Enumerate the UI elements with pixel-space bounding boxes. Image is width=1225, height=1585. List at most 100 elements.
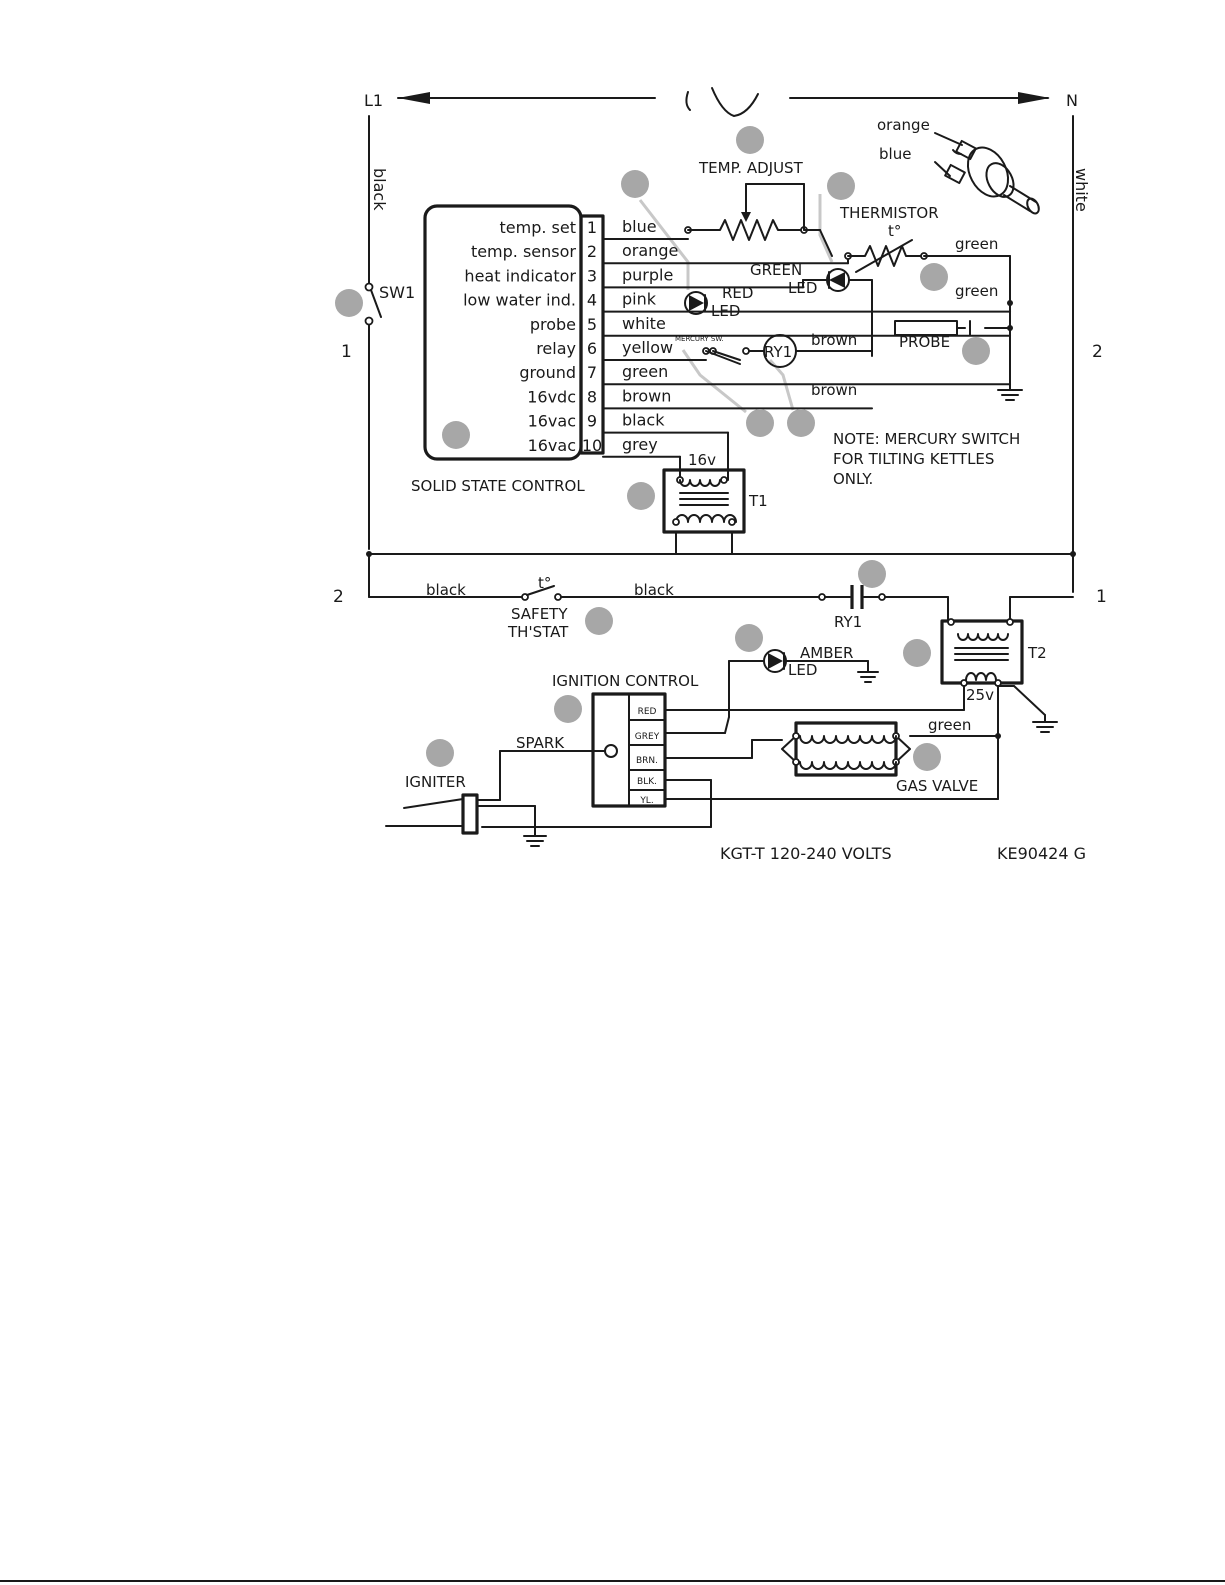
red-led [684,291,708,315]
probe [894,320,1011,336]
control-terminal-number: 4 [587,291,597,310]
control-terminal-number: 8 [587,387,597,406]
label-solid-state-control: SOLID STATE CONTROL [411,477,585,495]
green-led [802,268,873,357]
label-wire-safety-right: black [634,581,674,599]
control-terminal-function: heat indicator [464,266,576,285]
control-wire-label: brown [622,386,671,405]
label-line-wire: black [370,168,389,211]
label-red-led: RED [722,284,753,302]
ground-bus [997,255,1023,401]
callout-bubble [920,263,948,291]
label-igniter: IGNITER [405,773,466,791]
callout-bubble [426,739,454,767]
callout-bubble [858,560,886,588]
label-t1-voltage: 16v [688,451,716,469]
control-terminal-number: 1 [587,218,597,237]
control-terminal-number: 2 [587,242,597,261]
text-labels: L1 N black white SW1 1 2 2 1 TEMP. ADJUS… [333,91,1107,863]
label-l1: L1 [364,91,383,110]
control-terminal-function: 16vac [528,412,576,431]
label-sw1: SW1 [379,283,415,302]
control-wire-label: white [622,314,666,333]
callout-bubble [735,624,763,652]
ignition-terminal-label: BRN. [636,756,658,766]
label-n: N [1066,91,1078,110]
note-line-3: ONLY. [833,470,873,488]
safety-thermostat [521,585,562,601]
label-t1: T1 [748,492,768,510]
label-mercury-switch: MERCURY SW. [675,335,724,343]
label-t2-voltage: 25v [966,686,994,704]
control-terminal-number: 5 [587,315,597,334]
note-line-2: FOR TILTING KETTLES [833,450,994,468]
t1-transformer [662,468,746,555]
callout-bubble [903,639,931,667]
control-terminal-function: temp. set [500,218,576,237]
note-line-1: NOTE: MERCURY SWITCH [833,430,1020,448]
callout-bubble [335,289,363,317]
label-red-led-2: LED [711,302,740,320]
relay-coil [748,334,873,368]
control-wire-label: orange [622,241,678,260]
control-terminal-number: 10 [582,436,602,455]
label-wire-thermistor-green: green [955,235,998,253]
solid-state-control [423,204,605,461]
callout-bubble [554,695,582,723]
control-terminal-function: probe [530,315,576,334]
label-probe: PROBE [899,333,950,351]
callout-bubble [746,409,774,437]
callout-bubble [913,743,941,771]
mercury-switch [702,347,750,365]
label-t2: T2 [1027,644,1047,662]
label-safety-1: SAFETY [511,605,568,623]
label-wire-safety-left: black [426,581,466,599]
label-gas-valve: GAS VALVE [896,777,978,795]
label-right-2: 2 [1092,342,1103,362]
label-thermistor: THERMISTOR [839,204,939,222]
label-safety-symbol: t° [538,574,551,592]
control-terminal-function: 16vdc [527,387,576,406]
label-safety-2: TH'STAT [507,623,569,641]
gas-valve [781,721,1001,777]
label-wire-brown-8: brown [811,381,857,399]
control-wire-label: green [622,362,668,381]
control-terminal-number: 3 [587,266,597,285]
ignition-control [481,692,999,828]
label-thermistor-symbol: t° [888,222,901,240]
label-pot-orange: orange [877,116,930,134]
callout-bubble [621,170,649,198]
control-terminal-function: low water ind. [463,291,576,310]
callout-bubble [787,409,815,437]
power-rails [366,87,1076,623]
callout-bubble [585,607,613,635]
label-wire-gas-valve-green: green [928,716,971,734]
label-amber-led: AMBER [800,644,853,662]
ignition-terminal-label: BLK. [637,777,657,787]
pot-illustration [934,132,1040,215]
control-terminal-number: 7 [587,363,597,382]
label-left-2: 2 [333,587,344,607]
callout-bubble [962,337,990,365]
label-right-1: 1 [1096,587,1107,607]
label-green-led-2: LED [788,279,817,297]
callout-bubble [736,126,764,154]
control-wire-label: yellow [622,338,673,357]
control-wire-label: grey [622,435,658,454]
label-neutral-wire: white [1072,168,1091,212]
ignition-terminal-label: RED [638,707,657,717]
label-relay-coil: RY1 [764,343,792,361]
control-terminal-function: temp. sensor [471,242,576,261]
label-temp-adjust: TEMP. ADJUST [698,159,804,177]
control-terminal-function: ground [519,363,576,382]
ignition-terminal-label: YL. [639,796,653,806]
amber-led [724,649,879,734]
label-wire-led-green: green [955,282,998,300]
control-wire-label: black [622,411,665,430]
callout-bubble [827,172,855,200]
control-terminal-function: relay [536,339,576,358]
page-bottom-rule [0,1580,1225,1582]
label-ignition-control: IGNITION CONTROL [552,672,699,690]
